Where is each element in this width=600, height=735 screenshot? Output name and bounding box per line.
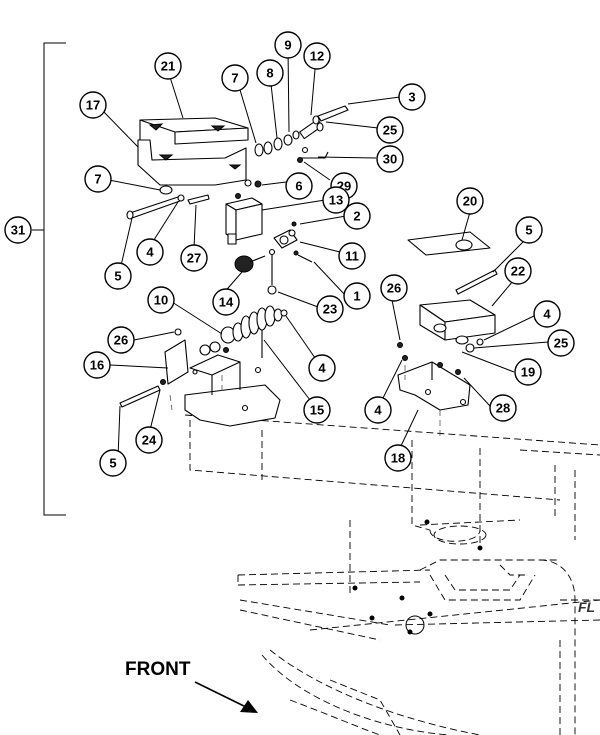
- callout-21: 21: [154, 52, 182, 80]
- callout-16: 16: [83, 351, 111, 379]
- callout-31: 31: [4, 216, 32, 244]
- svg-text:4: 4: [374, 403, 382, 418]
- svg-text:9: 9: [284, 38, 291, 53]
- lower-left-bracket-16: [119, 328, 281, 427]
- svg-text:10: 10: [154, 293, 168, 308]
- callout-30: 30: [376, 145, 404, 173]
- callout-25-right: 25: [547, 329, 575, 357]
- callout-1: 1: [343, 282, 371, 310]
- callout-5-lower: 5: [99, 449, 127, 477]
- svg-text:26: 26: [114, 333, 128, 348]
- front-arrow-head: [240, 700, 258, 713]
- callout-28: 28: [489, 394, 517, 422]
- callout-5-right: 5: [515, 216, 543, 244]
- leader-lines: [101, 47, 549, 459]
- callout-4-mid: 4: [308, 354, 336, 382]
- machine-body-outline: [184, 414, 600, 735]
- callout-12: 12: [303, 42, 331, 70]
- callout-15: 15: [303, 396, 331, 424]
- assembly-guide-lines: [169, 365, 441, 440]
- callout-11: 11: [338, 242, 366, 270]
- svg-text:4: 4: [146, 245, 154, 260]
- svg-text:21: 21: [161, 59, 175, 74]
- svg-text:18: 18: [391, 451, 405, 466]
- callout-26-left: 26: [107, 326, 135, 354]
- svg-text:1: 1: [353, 289, 360, 304]
- callout-20: 20: [456, 187, 484, 215]
- svg-text:30: 30: [383, 152, 397, 167]
- spring-assembly: [220, 305, 288, 358]
- svg-text:25: 25: [554, 336, 568, 351]
- knob-rod-14-23: [234, 248, 277, 295]
- svg-text:22: 22: [511, 264, 525, 279]
- svg-text:13: 13: [329, 193, 343, 208]
- svg-text:5: 5: [114, 269, 121, 284]
- callout-6: 6: [285, 172, 313, 200]
- svg-text:14: 14: [219, 295, 234, 310]
- callout-25-top: 25: [376, 116, 404, 144]
- svg-text:11: 11: [345, 249, 359, 264]
- callout-14: 14: [212, 288, 240, 316]
- callout-22: 22: [504, 257, 532, 285]
- svg-text:5: 5: [525, 223, 532, 238]
- front-arrow: [194, 681, 249, 709]
- svg-text:31: 31: [11, 223, 25, 238]
- svg-text:28: 28: [496, 401, 510, 416]
- callout-17: 17: [79, 91, 107, 119]
- svg-text:25: 25: [383, 123, 397, 138]
- assembly-bracket: [43, 42, 66, 516]
- svg-text:19: 19: [521, 365, 535, 380]
- svg-text:5: 5: [109, 456, 116, 471]
- callout-3: 3: [398, 83, 426, 111]
- svg-text:27: 27: [187, 251, 201, 266]
- callout-27: 27: [180, 244, 208, 272]
- callout-4-right-lower: 4: [364, 396, 392, 424]
- callout-7-top: 7: [221, 64, 249, 92]
- washer-stack: [254, 105, 349, 163]
- svg-text:17: 17: [86, 98, 100, 113]
- callout-4-right-upper: 4: [533, 300, 561, 328]
- callout-2: 2: [343, 202, 371, 230]
- right-bracket-assembly: [397, 231, 498, 411]
- callout-8: 8: [256, 59, 284, 87]
- callout-19: 19: [514, 358, 542, 386]
- left-bolts: [126, 180, 262, 220]
- svg-text:15: 15: [310, 403, 324, 418]
- callout-10: 10: [147, 286, 175, 314]
- svg-text:20: 20: [463, 194, 477, 209]
- callout-5-upper: 5: [104, 262, 132, 290]
- svg-text:6: 6: [295, 179, 302, 194]
- callout-9: 9: [274, 31, 302, 59]
- callout-23: 23: [316, 295, 344, 323]
- front-label: FRONT: [125, 659, 191, 680]
- svg-text:24: 24: [142, 433, 157, 448]
- switch-box-13: [225, 193, 263, 245]
- svg-text:23: 23: [323, 302, 337, 317]
- upper-bracket-17-21: [137, 117, 252, 187]
- svg-text:26: 26: [387, 281, 401, 296]
- callout-4-left: 4: [136, 238, 164, 266]
- callout-7-left: 7: [84, 165, 112, 193]
- svg-text:4: 4: [318, 361, 326, 376]
- svg-text:16: 16: [90, 358, 104, 373]
- svg-text:4: 4: [543, 307, 551, 322]
- svg-text:3: 3: [408, 90, 415, 105]
- callout-18: 18: [384, 444, 412, 472]
- svg-text:2: 2: [353, 209, 360, 224]
- svg-text:8: 8: [266, 66, 273, 81]
- svg-text:12: 12: [310, 49, 324, 64]
- hood-logo-text: FL: [578, 599, 595, 615]
- svg-text:7: 7: [231, 71, 238, 86]
- svg-text:7: 7: [94, 172, 101, 187]
- callout-13: 13: [322, 186, 350, 214]
- pivot-assembly: [273, 221, 313, 263]
- callout-24: 24: [135, 426, 163, 454]
- callout-26-right: 26: [380, 274, 408, 302]
